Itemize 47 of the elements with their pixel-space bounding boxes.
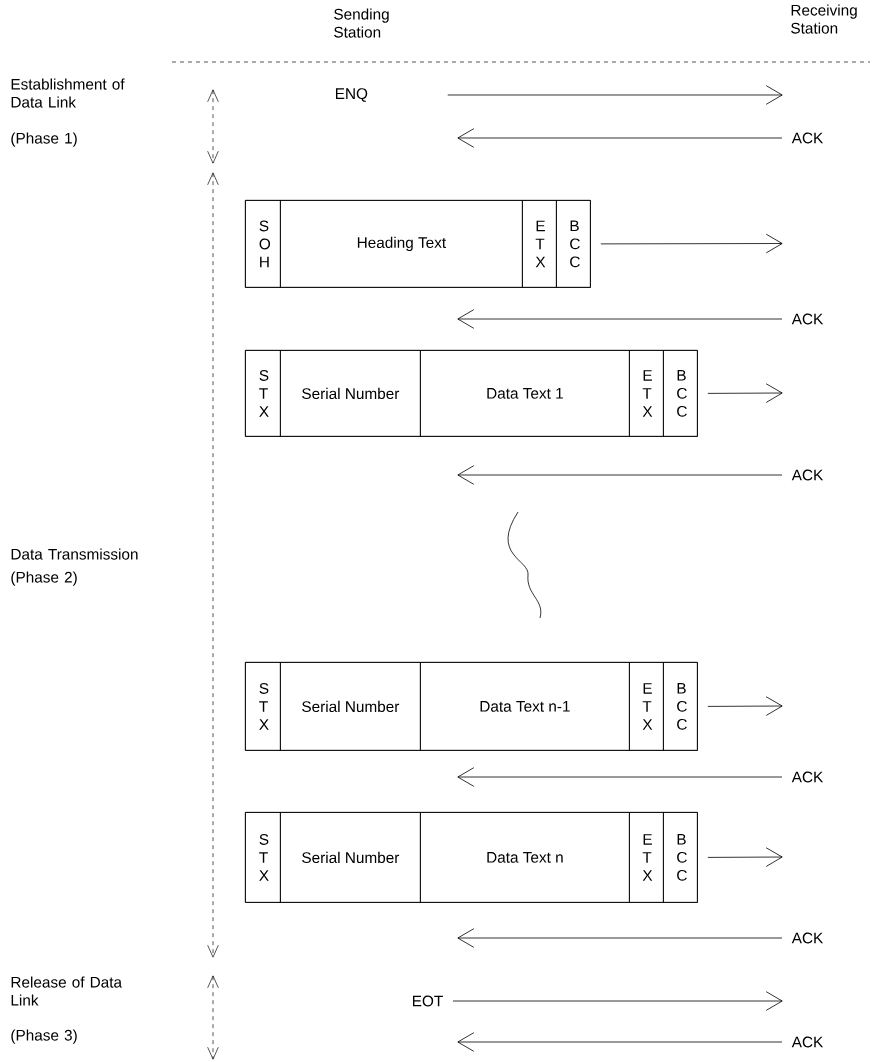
field-cell: E T X — [629, 812, 664, 903]
phase-label: (Phase 3) — [11, 1029, 77, 1044]
field-cell: B C C — [556, 200, 591, 288]
field-cell: Data Text 1 — [420, 350, 630, 437]
arrow — [457, 928, 783, 948]
field-cell: B C C — [663, 812, 698, 903]
station-heading: Receiving Station — [791, 4, 857, 34]
message-label: ACK — [791, 932, 824, 944]
arrow — [452, 991, 783, 1011]
field-cell: S T X — [245, 350, 281, 437]
field-cell: E T X — [629, 662, 664, 751]
arrow — [457, 128, 783, 148]
message-label: ACK — [791, 132, 824, 144]
message-label: EOT — [413, 995, 443, 1007]
arrow — [707, 847, 783, 867]
arrow — [600, 233, 783, 254]
phase-label: Establishment of Data Link — [11, 78, 125, 108]
message-label: ENQ — [336, 88, 368, 102]
message-label: ACK — [791, 771, 824, 783]
phase-label: (Phase 2) — [11, 571, 77, 586]
phase-label: Data Transmission — [11, 548, 138, 560]
field-cell: Serial Number — [280, 662, 421, 751]
field-cell: B C C — [663, 350, 698, 437]
field-cell: S T X — [245, 812, 281, 903]
arrow — [707, 383, 783, 403]
field-cell: Heading Text — [280, 200, 523, 288]
phase-label: (Phase 1) — [11, 132, 77, 147]
arrow — [447, 85, 783, 105]
station-heading: Sending Station — [334, 8, 389, 38]
field-cell: S O H — [245, 200, 281, 288]
field-cell: Serial Number — [280, 350, 421, 437]
message-label: ACK — [791, 1036, 824, 1048]
message-label: ACK — [791, 313, 824, 325]
field-cell: S T X — [245, 662, 281, 751]
message-label: ACK — [791, 469, 824, 481]
field-cell: Data Text n — [420, 812, 630, 903]
field-cell: Serial Number — [280, 812, 421, 903]
arrow — [457, 309, 783, 329]
field-cell: E T X — [629, 350, 664, 437]
field-cell: B C C — [663, 662, 698, 751]
arrow — [457, 767, 783, 787]
field-cell: E T X — [522, 200, 557, 288]
field-cell: Data Text n-1 — [420, 662, 630, 751]
arrow — [707, 696, 783, 716]
arrow — [457, 465, 783, 485]
phase-label: Release of Data Link — [11, 976, 123, 1006]
arrow — [457, 1032, 783, 1052]
